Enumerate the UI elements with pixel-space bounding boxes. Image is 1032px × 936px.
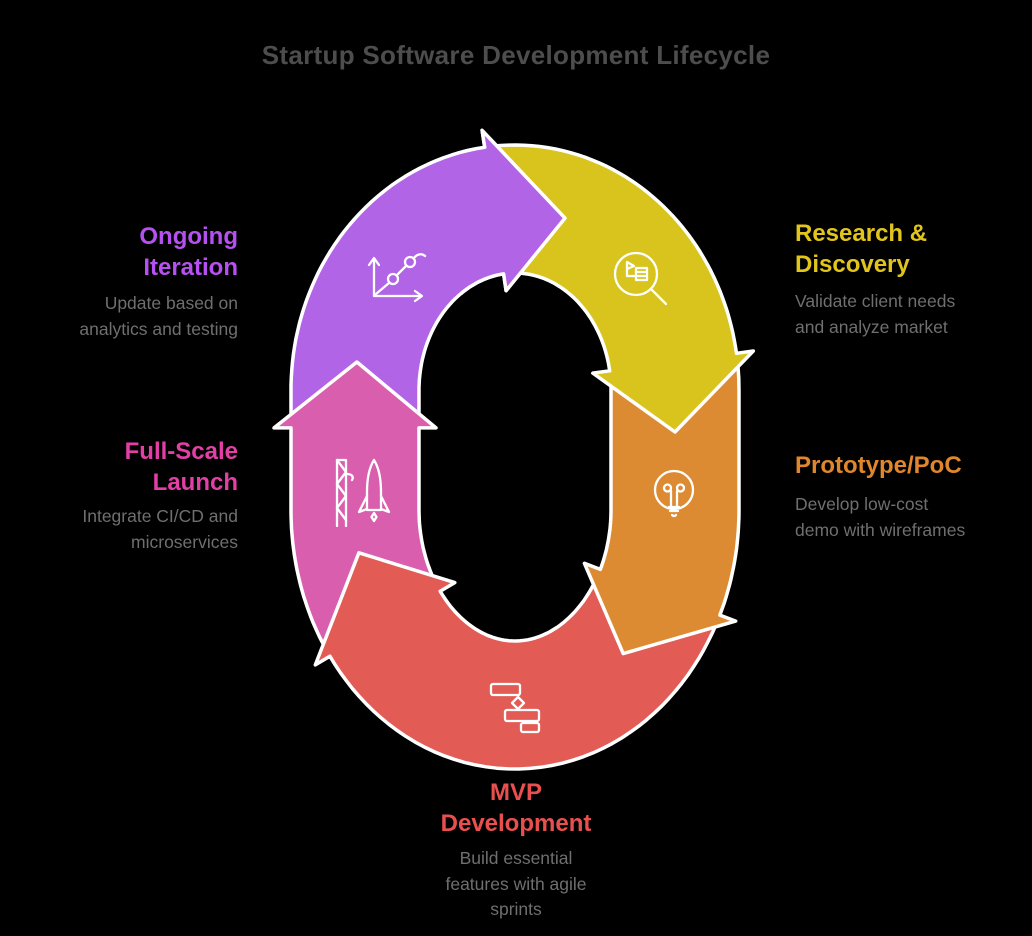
lightbulb-icon [653,469,695,518]
stage-label-mvp-development: MVP Development [440,779,592,837]
stage-description-research-discovery: Validate client needs and analyze market [795,291,956,337]
line-chart-icon [367,253,427,303]
stage-description-full-scale-launch: Integrate CI/CD and microservices [82,506,238,552]
stage-label-ongoing-iteration: Ongoing Iteration [139,223,238,281]
cycle-arrow-ongoing-iteration-head-overlap [462,128,567,295]
magnifier-report-icon [613,251,668,306]
stage-description-mvp-development: Build essential features with agile spri… [445,848,587,920]
rocket-launch-icon [335,458,391,528]
cycle-arrow-segments [272,128,756,771]
diagram-title: Startup Software Development Lifecycle [261,40,771,70]
stage-label-research-discovery: Research & Discovery [795,220,928,278]
gantt-tasks-icon [489,682,541,734]
stage-label-prototype-poc: Prototype/PoC [795,452,962,479]
stage-description-prototype-poc: Develop low-cost demo with wireframes [795,494,966,540]
stage-label-full-scale-launch: Full-Scale Launch [124,438,238,496]
stage-description-ongoing-iteration: Update based on analytics and testing [79,293,238,339]
